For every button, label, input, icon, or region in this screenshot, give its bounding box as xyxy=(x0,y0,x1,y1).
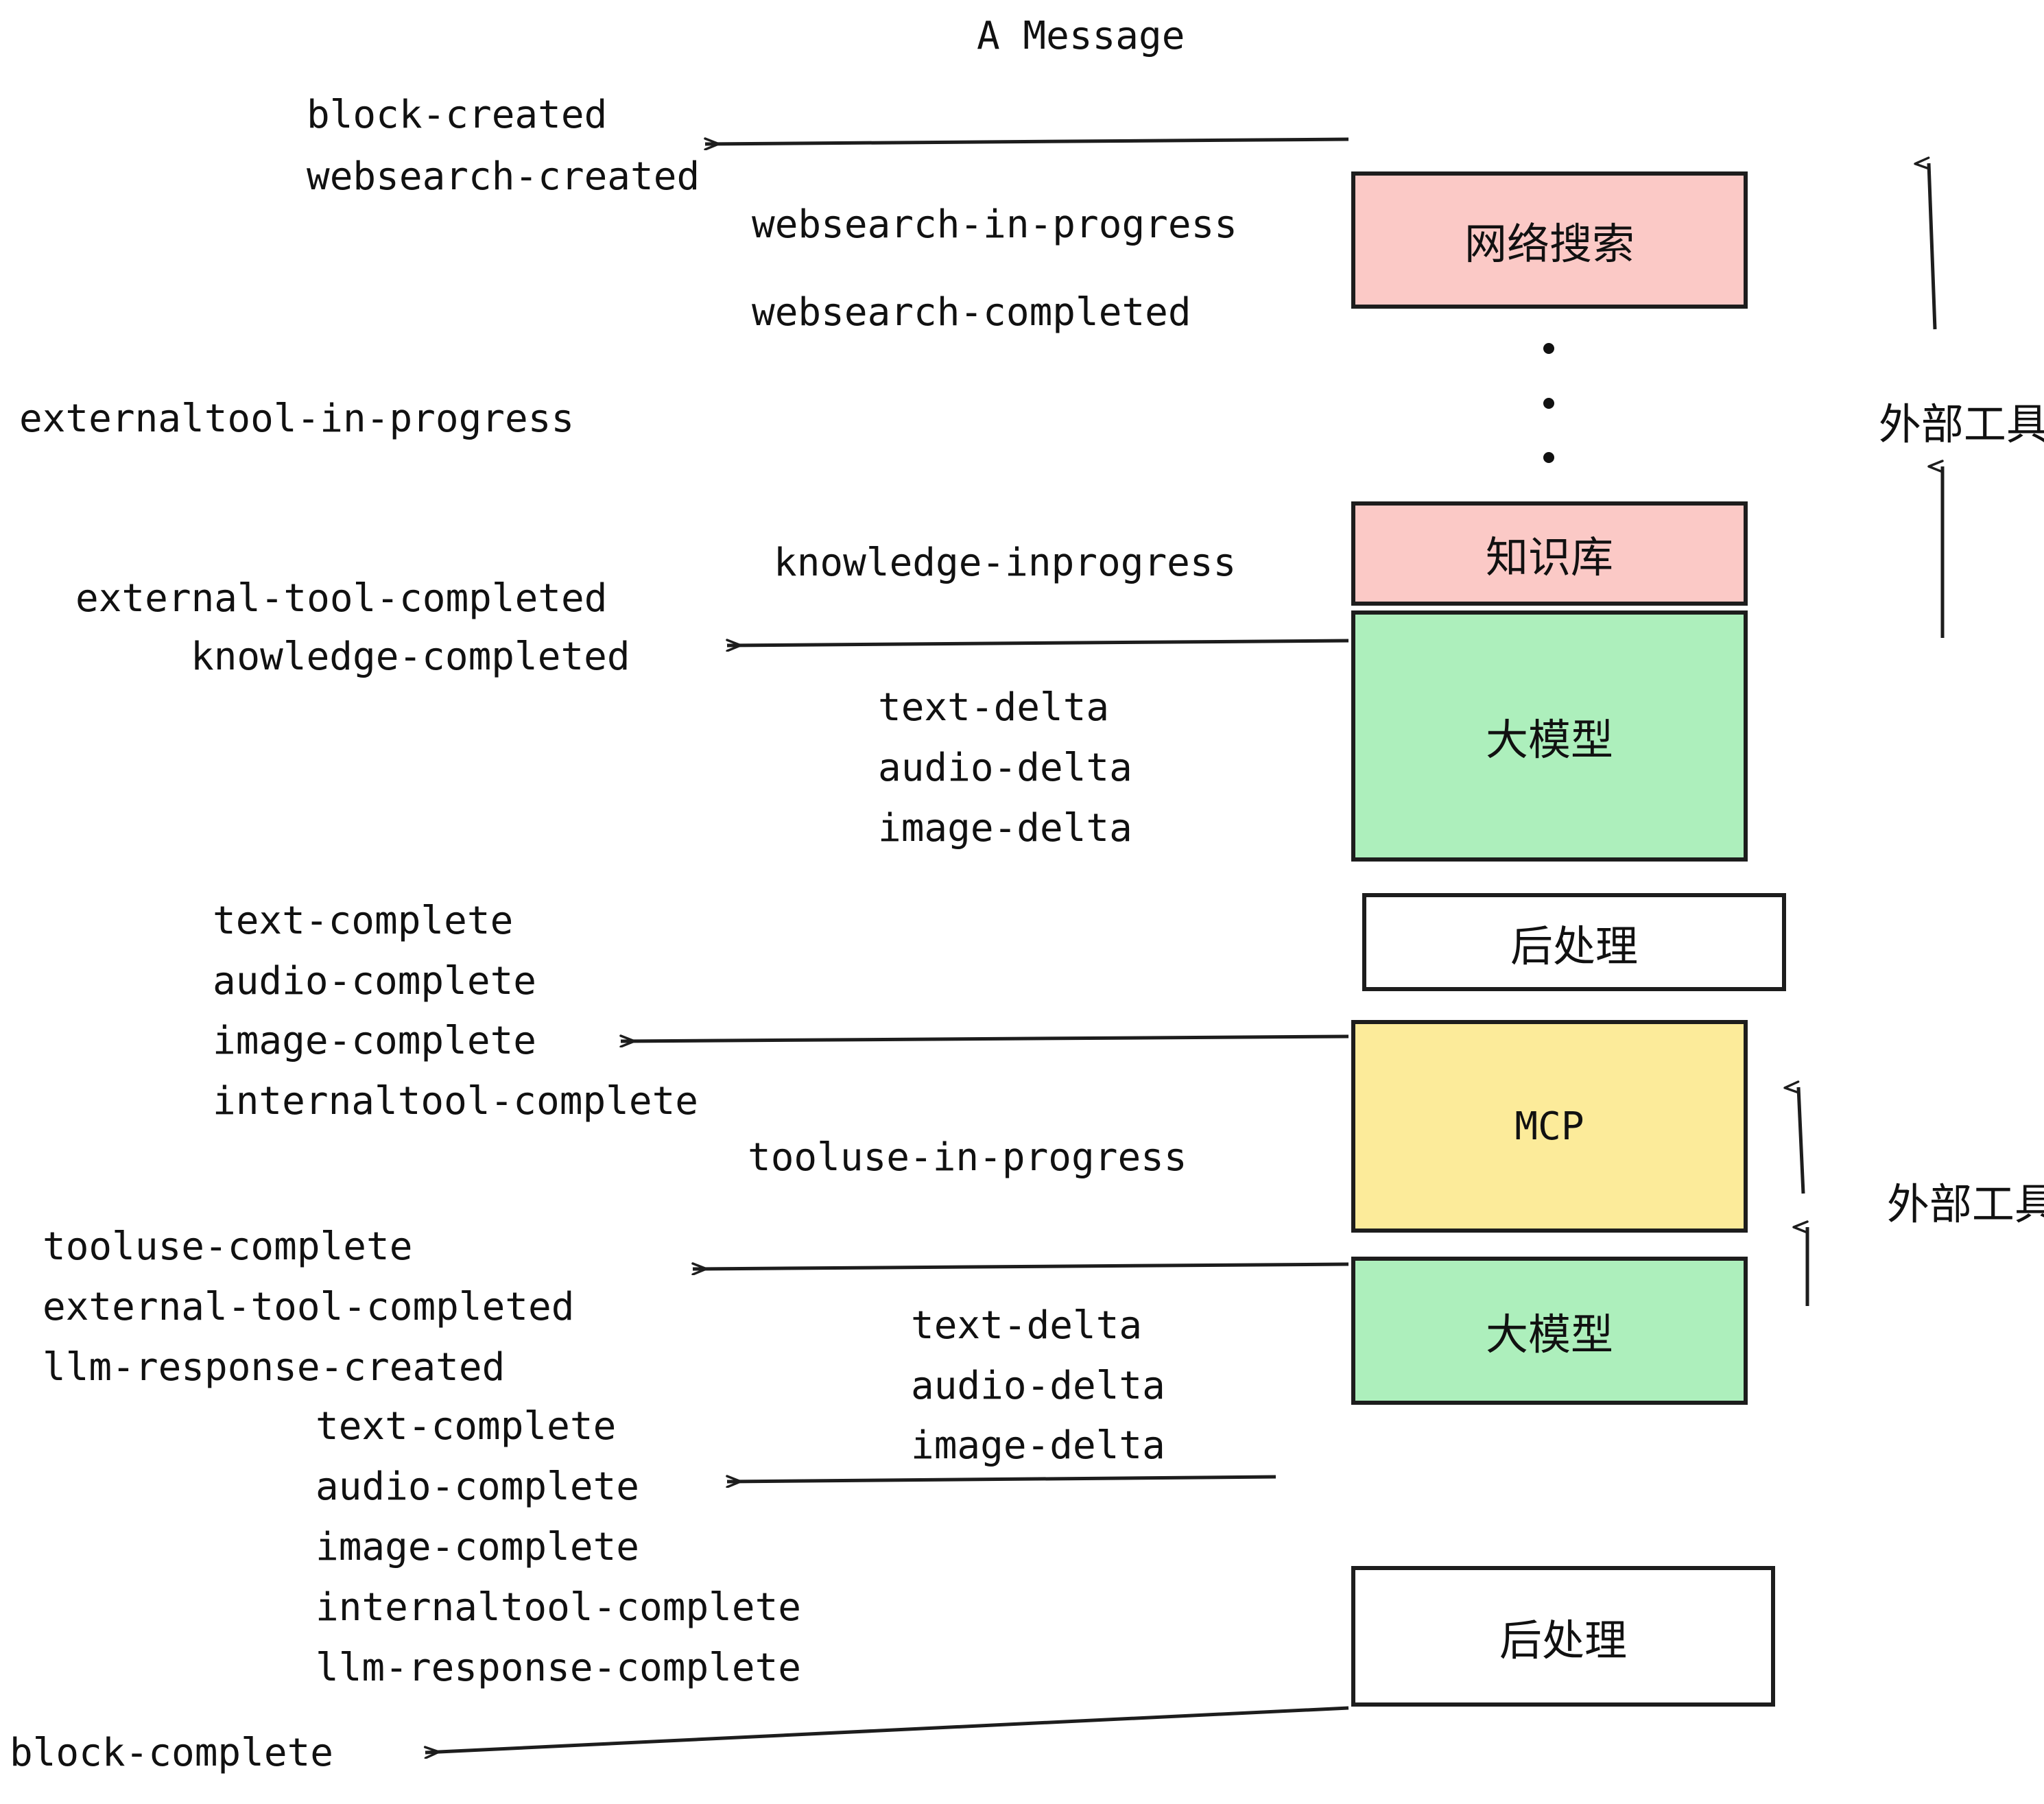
event-internaltool-complete-2: internaltool-complete xyxy=(316,1585,802,1630)
node-knowledge-label: 知识库 xyxy=(1485,532,1613,582)
arrow-websearch-to-block-created xyxy=(705,139,1349,144)
event-image-complete-2: image-complete xyxy=(316,1525,640,1569)
node-llm-top[interactable]: 大模型 xyxy=(1351,610,1748,862)
event-text-complete-2: text-complete xyxy=(316,1404,617,1449)
event-image-delta-2: image-delta xyxy=(911,1423,1165,1468)
node-postprocess-top[interactable]: 后处理 xyxy=(1362,893,1786,991)
event-externaltool-in-progress: externaltool-in-progress xyxy=(19,396,575,441)
event-tooluse-complete: tooluse-complete xyxy=(43,1224,413,1269)
event-block-created: block-created xyxy=(307,93,608,137)
event-audio-delta-2: audio-delta xyxy=(911,1364,1165,1408)
event-text-complete-1: text-complete xyxy=(213,899,514,943)
arrow-llm-top-to-image-complete xyxy=(621,1036,1349,1041)
arrow-external-tool-bottom-up xyxy=(1798,1087,1805,1194)
event-websearch-created: websearch-created xyxy=(307,154,700,199)
event-audio-delta-1: audio-delta xyxy=(878,746,1132,790)
external-tool-top-text: 外部工具 xyxy=(1878,399,2044,449)
event-audio-complete-2: audio-complete xyxy=(316,1464,640,1509)
event-text-delta-2: text-delta xyxy=(911,1303,1143,1348)
event-text-delta-1: text-delta xyxy=(878,685,1110,730)
node-postprocess-bottom[interactable]: 后处理 xyxy=(1351,1566,1775,1707)
node-knowledge[interactable]: 知识库 xyxy=(1351,501,1748,606)
arrow-postprocess-to-block-complete xyxy=(425,1706,1349,1753)
event-knowledge-inprogress: knowledge-inprogress xyxy=(774,541,1237,585)
event-external-tool-completed-1: external-tool-completed xyxy=(75,576,608,621)
event-image-delta-1: image-delta xyxy=(878,806,1132,851)
event-audio-complete-1: audio-complete xyxy=(213,959,537,1004)
node-websearch-label: 网络搜索 xyxy=(1464,219,1635,269)
side-label-external-tool-bottom: 外部工具 xyxy=(1833,1119,2044,1281)
node-postprocess-top-label: 后处理 xyxy=(1510,921,1638,971)
arrow-knowledge-to-completed xyxy=(727,641,1349,645)
side-label-external-tool-top: 外部工具 xyxy=(1825,340,2044,501)
event-external-tool-completed-2: external-tool-completed xyxy=(43,1285,575,1329)
event-internaltool-complete-1: internaltool-complete xyxy=(213,1079,699,1124)
event-tooluse-in-progress: tooluse-in-progress xyxy=(748,1135,1187,1180)
event-llm-response-complete: llm-response-complete xyxy=(316,1646,802,1690)
ellipsis-dots xyxy=(1542,343,1556,463)
diagram-title: A Message xyxy=(977,14,1185,58)
node-websearch[interactable]: 网络搜索 xyxy=(1351,171,1748,309)
arrow-external-tool-top-up xyxy=(1929,163,1937,330)
node-llm-bottom[interactable]: 大模型 xyxy=(1351,1257,1748,1405)
event-image-complete-1: image-complete xyxy=(213,1019,537,1063)
dot-1 xyxy=(1543,343,1554,354)
dot-2 xyxy=(1543,397,1554,409)
event-websearch-completed: websearch-completed xyxy=(752,290,1191,335)
arrow-mcp-to-tooluse-complete xyxy=(693,1264,1349,1269)
node-llm-bottom-label: 大模型 xyxy=(1485,1309,1613,1360)
arrow-llm-bottom-to-audio-complete xyxy=(727,1477,1276,1482)
node-postprocess-bottom-label: 后处理 xyxy=(1499,1615,1627,1665)
node-llm-top-label: 大模型 xyxy=(1485,715,1613,765)
node-mcp-label: MCP xyxy=(1514,1104,1584,1149)
node-mcp[interactable]: MCP xyxy=(1351,1020,1748,1233)
event-block-complete: block-complete xyxy=(10,1731,334,1775)
dot-3 xyxy=(1543,452,1554,463)
event-knowledge-completed: knowledge-completed xyxy=(191,634,630,679)
event-llm-response-created: llm-response-created xyxy=(43,1345,506,1390)
event-websearch-in-progress: websearch-in-progress xyxy=(752,202,1238,247)
external-tool-bottom-text: 外部工具 xyxy=(1886,1179,2044,1229)
